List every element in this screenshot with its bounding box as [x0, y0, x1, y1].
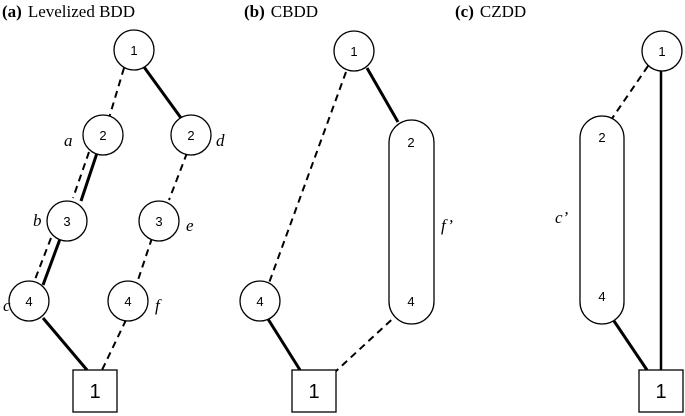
terminal-b — [291, 369, 337, 413]
panel-a-nodes — [8, 29, 212, 413]
panel-b-nodes — [239, 30, 435, 413]
edge-b-4-to-terminal-solid — [266, 318, 302, 371]
edge-b-1-to-chain-solid — [365, 67, 400, 123]
node-a-3-right-label: 3 — [155, 214, 162, 229]
node-c-1 — [641, 30, 683, 72]
edge-3e-to-4f-dashed — [136, 237, 153, 284]
node-b-4 — [239, 280, 281, 322]
terminal-b-label: 1 — [308, 381, 319, 403]
node-a-3-left — [46, 200, 88, 242]
edge-b-chain-to-terminal-dashed — [334, 311, 401, 373]
chain-c-bottom-label: 4 — [598, 289, 605, 304]
node-b-1 — [333, 30, 375, 72]
edge-label-b: b — [33, 211, 42, 230]
edge-c-chain-to-terminal-solid — [610, 317, 649, 371]
node-a-2-left-label: 2 — [99, 128, 106, 143]
chain-node-b — [388, 119, 435, 325]
edge-2a-to-3b-solid — [79, 152, 99, 202]
node-a-2-right-label: 2 — [187, 128, 194, 143]
edge-4c-to-terminal-solid — [41, 317, 89, 371]
node-a-1-label: 1 — [130, 43, 137, 58]
node-b-4-label: 4 — [256, 294, 263, 309]
node-a-4-right-label: 4 — [124, 294, 131, 309]
panel-a-tag: (a) — [2, 2, 22, 21]
panel-b-title: (b) CBDD — [244, 2, 318, 21]
node-a-1 — [113, 29, 155, 71]
chain-c-label: c’ — [555, 208, 569, 227]
panel-b-edges — [266, 67, 401, 373]
node-a-4-right — [107, 280, 149, 322]
edge-4f-to-terminal-dashed — [101, 319, 127, 371]
edge-1-to-2d-solid — [142, 66, 183, 119]
edge-label-e: e — [186, 216, 194, 235]
edge-3b-to-4c-solid — [41, 238, 62, 286]
terminal-a-label: 1 — [89, 381, 100, 403]
panel-b-tag: (b) — [244, 2, 265, 21]
node-a-3-left-label: 3 — [63, 214, 70, 229]
node-b-1-label: 1 — [350, 44, 357, 59]
edge-3b-to-4c-dashed — [33, 237, 52, 283]
terminal-c-label: 1 — [655, 381, 666, 403]
edge-1-to-2a-dashed — [108, 67, 125, 119]
chain-b-label: f’ — [441, 216, 453, 235]
svg-text:(c)CZDD: (c) CZDD — [455, 2, 526, 21]
edge-label-a: a — [64, 131, 73, 150]
panel-c-title-text: CZDD — [480, 2, 526, 21]
node-a-3-right — [138, 200, 180, 242]
node-c-1-label: 1 — [658, 44, 665, 59]
edge-label-d: d — [216, 131, 225, 150]
svg-text:(a)Levelized BDD: (a) Levelized BDD — [2, 2, 135, 21]
panel-c-tag: (c) — [455, 2, 474, 21]
chain-node-c — [579, 115, 625, 325]
edge-2d-to-3e-dashed — [168, 152, 188, 201]
panel-a-title-text: Levelized BDD — [28, 2, 135, 21]
terminal-a — [72, 369, 118, 413]
edge-b-1-to-4-dashed — [268, 71, 347, 284]
node-a-4-left-label: 4 — [25, 294, 32, 309]
panel-b-title-text: CBDD — [271, 2, 318, 21]
node-a-2-left — [82, 114, 124, 156]
panel-a-edges — [33, 66, 188, 371]
panel-c-edges — [610, 65, 663, 371]
edge-label-f: f — [155, 296, 162, 315]
terminal-c — [638, 369, 684, 413]
edge-2a-to-3b-dashed — [72, 151, 90, 199]
chain-c-top-label: 2 — [598, 130, 605, 145]
node-a-2-right — [170, 114, 212, 156]
panel-c-nodes — [579, 30, 684, 413]
edge-c-1-to-chain-dashed — [610, 65, 649, 121]
panel-c-title: (c) CZDD — [455, 2, 526, 21]
chain-b-top-label: 2 — [407, 135, 414, 150]
edge-label-c: c — [3, 296, 11, 315]
chain-b-bottom-label: 4 — [407, 294, 414, 309]
node-a-4-left — [8, 280, 50, 322]
svg-text:(b)CBDD: (b) CBDD — [244, 2, 318, 21]
panel-a-title: (a) Levelized BDD — [2, 2, 135, 21]
